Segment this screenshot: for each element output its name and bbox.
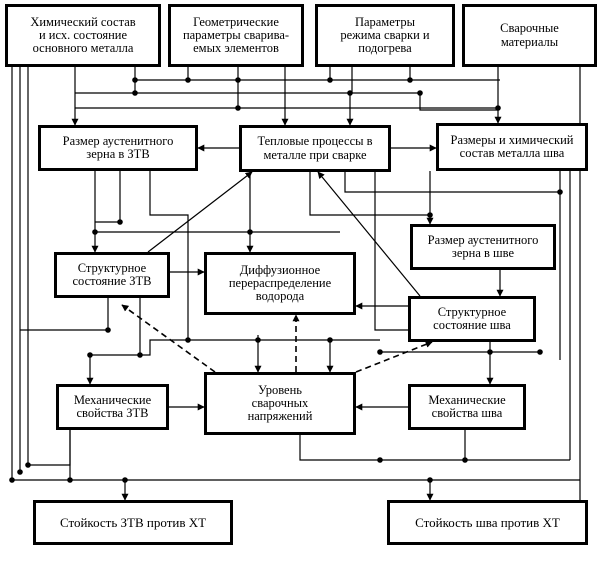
conn-bus-to-weldsize [419, 93, 498, 111]
conn-bottom-left-bus2 [28, 430, 71, 466]
junction-dot [327, 337, 333, 343]
junction-dot [122, 477, 128, 483]
conn-thermal-wire-1 [309, 172, 430, 216]
junction-dot [427, 212, 433, 218]
junction-dot [427, 477, 433, 483]
junction-dot [347, 90, 353, 96]
junction-dot [247, 229, 253, 235]
junction-dot [132, 77, 138, 83]
junction-dot [185, 337, 191, 343]
conn-stress-to-structweld-dashed [355, 341, 433, 373]
junction-dot [327, 77, 333, 83]
conn-structhaz-to-thermal [147, 171, 253, 253]
junction-dot [255, 337, 261, 343]
conn-thermal-wire-2 [344, 172, 560, 193]
node-resist-weld: Стойкость шва против ХТ [387, 500, 588, 545]
conn-stress-bottom [299, 435, 570, 461]
junction-dot [25, 462, 31, 468]
junction-dot [537, 349, 543, 355]
junction-dot [377, 457, 383, 463]
conn-grainhaz-wire-1 [149, 171, 189, 340]
junction-dot [67, 477, 73, 483]
junction-dot [87, 352, 93, 358]
conn-bus-355 [90, 339, 188, 356]
conn-structweld-to-thermal [317, 171, 421, 297]
junction-dot [132, 90, 138, 96]
conn-stress-to-structhaz-dashed [121, 304, 216, 373]
junction-dot [9, 477, 15, 483]
junction-dot [185, 77, 191, 83]
junction-dot [137, 352, 143, 358]
node-resist-haz: Стойкость ЗТВ против ХТ [33, 500, 233, 545]
junction-dot [92, 229, 98, 235]
junction-dot [407, 77, 413, 83]
junction-dot [557, 189, 563, 195]
junction-dot [377, 349, 383, 355]
junction-dot [462, 457, 468, 463]
junction-dot [235, 77, 241, 83]
junction-dot [417, 90, 423, 96]
junction-dot [487, 349, 493, 355]
junction-dot [117, 219, 123, 225]
junction-dot [17, 469, 23, 475]
junction-dot [105, 327, 111, 333]
junction-dot [235, 105, 241, 111]
junction-dot [495, 105, 501, 111]
conn-thermal-wire-3 [374, 172, 408, 331]
